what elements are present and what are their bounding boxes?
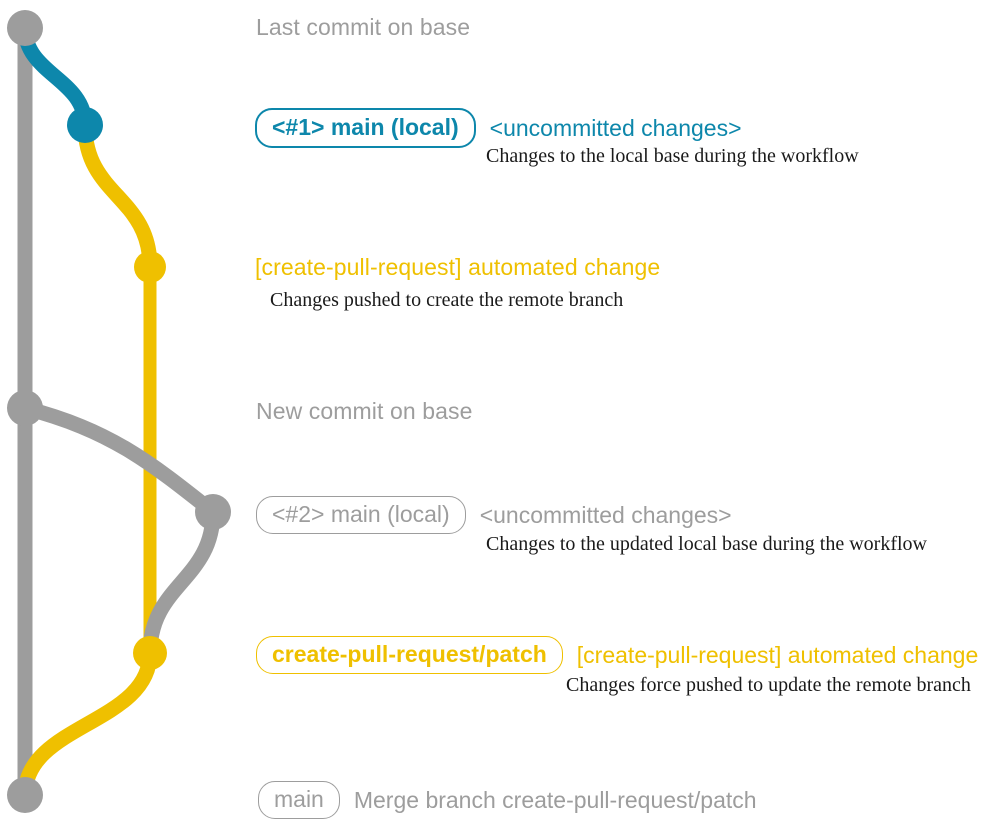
- subline-automated-change-create: Changes pushed to create the remote bran…: [270, 289, 624, 311]
- badge-create-pull-request-patch[interactable]: create-pull-request/patch: [256, 636, 563, 674]
- label-new-commit-on-base: New commit on base: [256, 398, 473, 424]
- headline-uncommitted-changes-1: <uncommitted changes>: [489, 115, 742, 141]
- badge-main[interactable]: main: [258, 781, 340, 819]
- badge-main-local-1[interactable]: <#1> main (local): [255, 108, 476, 148]
- commit-node-patch-1[interactable]: [134, 251, 166, 283]
- headline-merge-branch: Merge branch create-pull-request/patch: [353, 787, 757, 813]
- headline-automated-change-update: [create-pull-request] automated change: [576, 642, 979, 668]
- commit-node-last-commit-on-base[interactable]: [7, 10, 43, 46]
- edge-base-2-to-local-2: [17, 400, 221, 520]
- subline-patch-branch: Changes force pushed to update the remot…: [566, 674, 971, 696]
- commit-node-patch-2[interactable]: [133, 636, 167, 670]
- commit-node-new-commit-on-base[interactable]: [7, 390, 43, 426]
- commit-node-merge[interactable]: [7, 777, 43, 813]
- label-automated-change-create: [create-pull-request] automated change: [255, 254, 661, 280]
- badge-main-local-2[interactable]: <#2> main (local): [256, 496, 466, 534]
- edge-local-2-to-patch-2: [142, 504, 221, 661]
- edge-local-1-to-patch-1: [77, 117, 158, 275]
- row-patch-branch: create-pull-request/patch [create-pull-r…: [256, 636, 978, 674]
- commit-node-local-1[interactable]: [67, 107, 103, 143]
- label-last-commit-on-base: Last commit on base: [256, 14, 471, 40]
- subline-commit-1-local: Changes to the local base during the wor…: [486, 145, 859, 167]
- subline-commit-2-local: Changes to the updated local base during…: [486, 533, 927, 555]
- commit-node-local-2[interactable]: [195, 494, 231, 530]
- row-commit-1-local: <#1> main (local) <uncommitted changes>: [255, 108, 742, 148]
- row-merge-commit: main Merge branch create-pull-request/pa…: [258, 781, 757, 819]
- edge-patch-2-to-merge: [17, 645, 158, 803]
- headline-uncommitted-changes-2: <uncommitted changes>: [479, 502, 732, 528]
- row-commit-2-local: <#2> main (local) <uncommitted changes>: [256, 496, 732, 534]
